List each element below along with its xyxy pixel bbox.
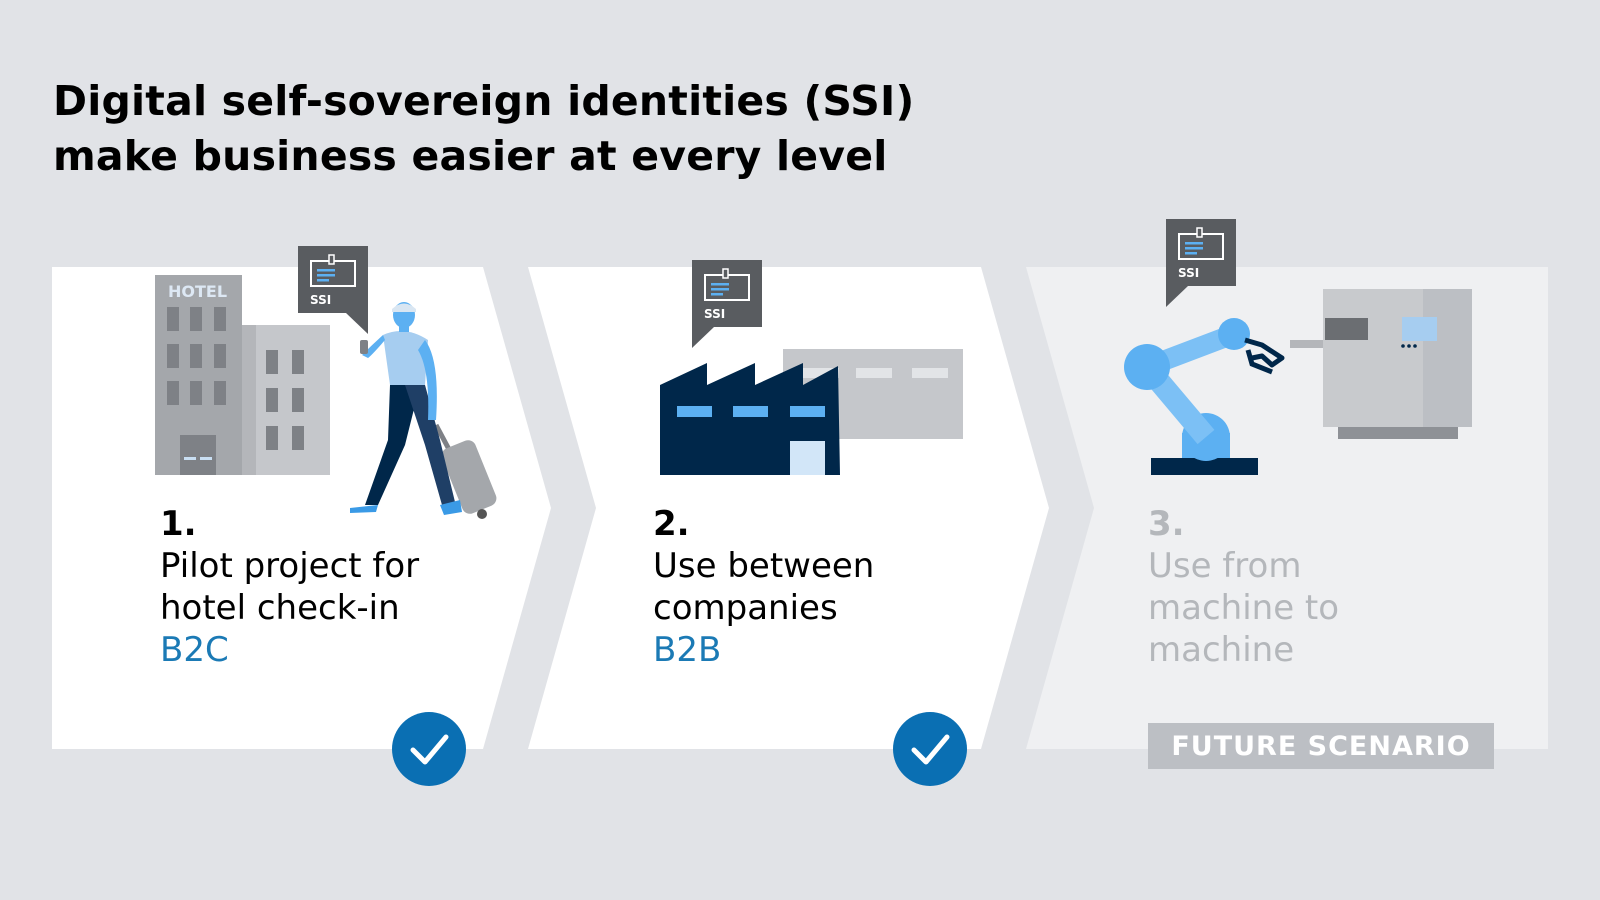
ssi-label: SSI	[310, 293, 331, 307]
ssi-card-icon: SSI	[1166, 219, 1236, 307]
robot-arm-icon	[1124, 318, 1285, 475]
step-description: Pilot project for hotel check-in	[160, 546, 420, 628]
factory-icon	[660, 349, 963, 475]
step-number: 1.	[160, 504, 197, 544]
ssi-card-icon: SSI	[298, 246, 368, 334]
traveler-icon	[350, 302, 497, 519]
step-description: Use between companies	[653, 546, 875, 628]
checkmark-icon	[392, 712, 466, 786]
ssi-label: SSI	[704, 307, 725, 321]
step-number: 3.	[1148, 504, 1185, 544]
ssi-card-icon: SSI	[692, 260, 762, 348]
step-3-text: 3. Use from machine to machine	[1148, 503, 1339, 671]
machine-icon	[1290, 289, 1472, 439]
future-scenario-badge: FUTURE SCENARIO	[1148, 723, 1494, 769]
step-tag: B2C	[160, 630, 229, 670]
step-number: 2.	[653, 504, 690, 544]
hotel-building-icon: HOTEL	[155, 275, 330, 475]
checkmark-icon	[893, 712, 967, 786]
hotel-sign-text: HOTEL	[168, 282, 227, 301]
step-description: Use from machine to machine	[1148, 546, 1340, 670]
step-2-text: 2. Use between companies B2B	[653, 503, 874, 671]
step-1-text: 1. Pilot project for hotel check-in B2C	[160, 503, 419, 671]
ssi-label: SSI	[1178, 266, 1199, 280]
page-title: Digital self-sovereign identities (SSI) …	[53, 77, 915, 180]
step-tag: B2B	[653, 630, 722, 670]
